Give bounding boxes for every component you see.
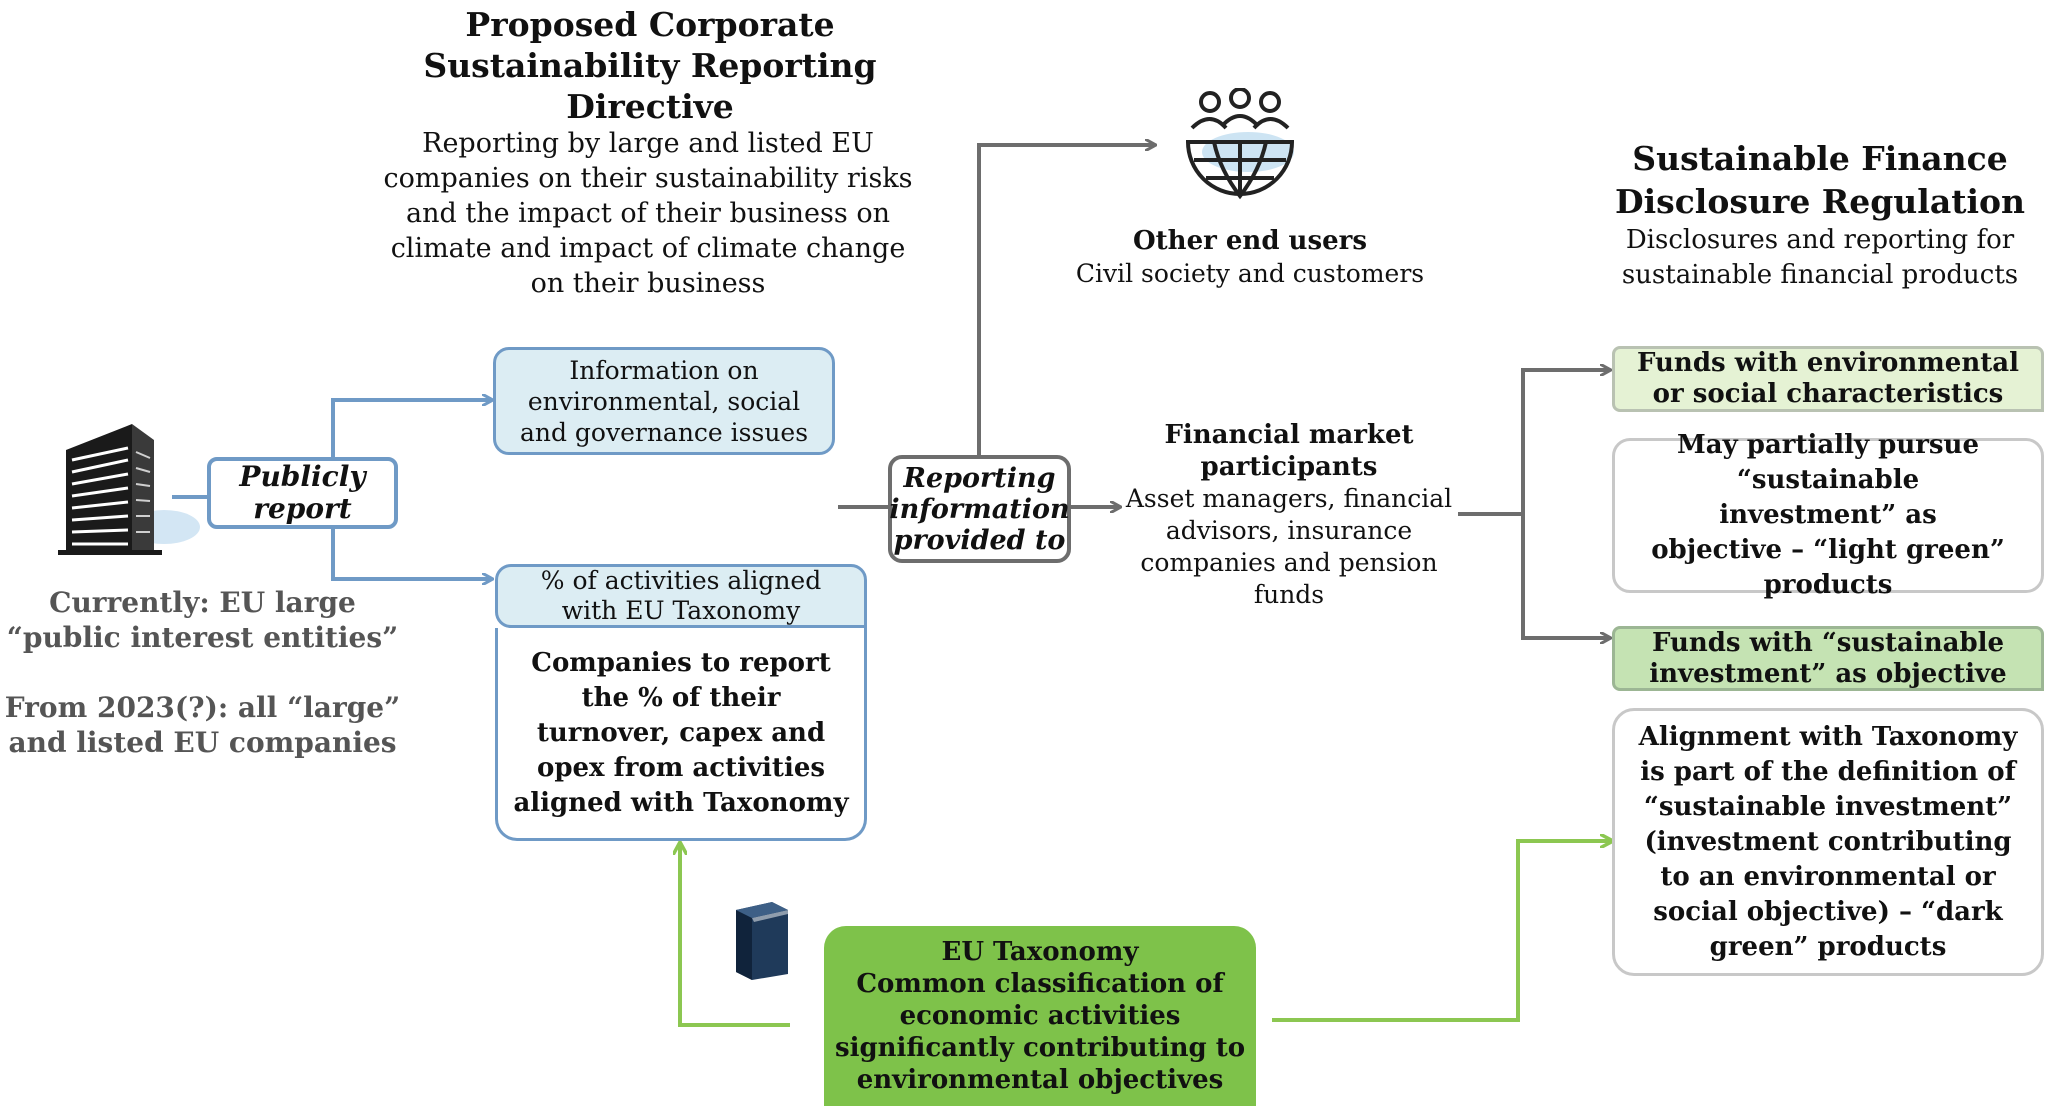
arrow-to-esg-box [331, 400, 492, 457]
sfdr-group: Sustainable Finance Disclosure Regulatio… [1590, 137, 2050, 293]
art8-header: Funds with environmental or social chara… [1612, 346, 2044, 412]
end-users-title: Other end users [1133, 226, 1367, 256]
csrd-description: Reporting by large and listed EU compani… [383, 128, 913, 299]
art8-body-label: May partially pursue “sustainable invest… [1651, 430, 2005, 600]
reporting-info-label: Reporting information provided to [889, 462, 1070, 556]
book-icon [736, 902, 788, 980]
art9-header: Funds with “sustainable investment” as o… [1612, 626, 2044, 691]
taxonomy-pct-header-label: % of activities aligned with EU Taxonomy [540, 566, 822, 625]
reporting-info-box: Reporting information provided to [888, 455, 1071, 563]
csrd-title: Proposed Corporate Sustainability Report… [423, 5, 877, 126]
publicly-report-box: Publicly report [207, 457, 398, 529]
fmp-subtitle: Asset managers, financial advisors, insu… [1125, 484, 1453, 609]
arrow-to-art9 [1521, 514, 1610, 638]
eu-taxonomy-body: Common classification of economic activi… [834, 969, 1246, 1095]
art8-body: May partially pursue “sustainable invest… [1612, 430, 2044, 600]
art9-body-label: Alignment with Taxonomy is part of the d… [1638, 721, 2018, 962]
art9-body: Alignment with Taxonomy is part of the d… [1612, 708, 2044, 976]
taxonomy-pct-header: % of activities aligned with EU Taxonomy [495, 564, 867, 628]
eu-taxonomy-title: EU Taxonomy [941, 937, 1139, 967]
arrow-taxonomy-to-csrd [680, 843, 790, 1027]
art8-header-label: Funds with environmental or social chara… [1637, 348, 2019, 409]
fmp-group: Financial market participants Asset mana… [1124, 419, 1454, 611]
art9-header-label: Funds with “sustainable investment” as o… [1649, 627, 2007, 689]
eu-taxonomy-box: EU Taxonomy Common classification of eco… [824, 926, 1256, 1106]
esg-info-label: Information on environmental, social and… [519, 355, 809, 447]
arrow-to-art8 [1521, 370, 1610, 514]
taxonomy-pct-body-label: Companies to report the % of their turno… [513, 647, 849, 818]
publicly-report-label: Publicly report [239, 460, 366, 525]
taxonomy-pct-body: Companies to report the % of their turno… [495, 628, 867, 841]
arrow-to-taxonomy-box [331, 529, 492, 579]
sfdr-subtitle: Disclosures and reporting for sustainabl… [1621, 225, 2019, 290]
building-icon [58, 424, 200, 555]
sfdr-title: Sustainable Finance Disclosure Regulatio… [1614, 139, 2025, 221]
companies-currently: Currently: EU large “public interest ent… [6, 586, 399, 654]
end-users-group: Other end users Civil society and custom… [1060, 224, 1440, 290]
fmp-title: Financial market participants [1164, 420, 1414, 482]
people-globe-icon [1185, 88, 1295, 200]
esg-info-box: Information on environmental, social and… [493, 347, 835, 455]
end-users-subtitle: Civil society and customers [1075, 259, 1425, 288]
arrow-taxonomy-to-sfdr [1272, 841, 1612, 1022]
companies-future: From 2023(?): all “large” and listed EU … [4, 691, 401, 759]
arrow-to-end-users [977, 145, 1155, 455]
